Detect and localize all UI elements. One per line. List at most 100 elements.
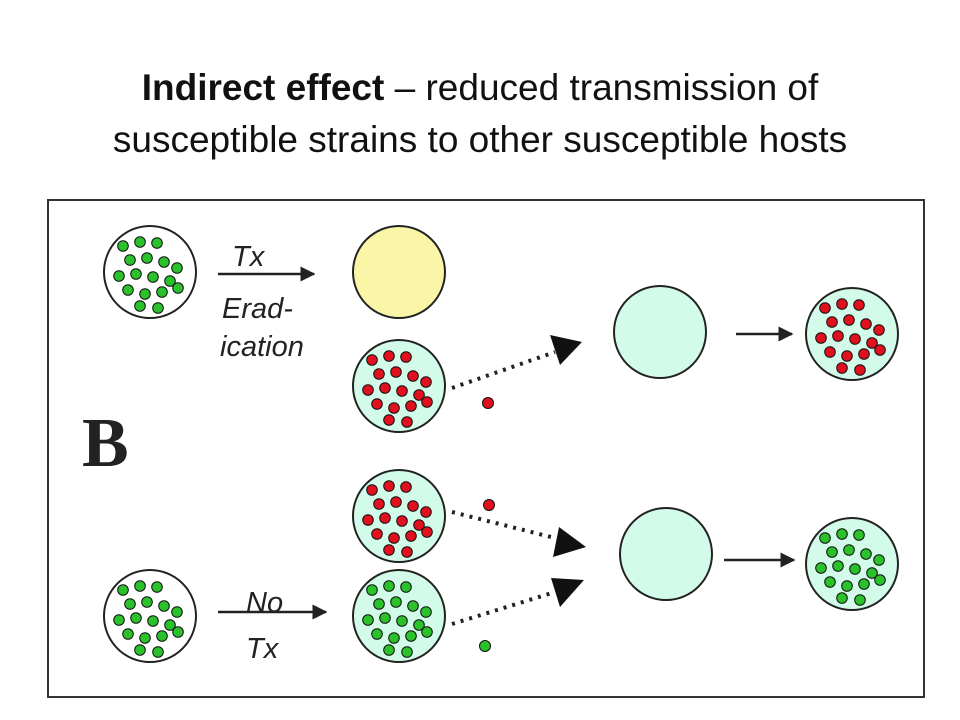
red-bacterium-dot — [849, 333, 861, 345]
red-bacterium-dot — [388, 532, 400, 544]
title-bold: Indirect effect — [141, 67, 385, 108]
bacteria-dots — [113, 236, 886, 658]
green-bacterium-dot — [122, 284, 134, 296]
green-bacterium-dot — [139, 288, 151, 300]
green-bacterium-dot — [152, 646, 164, 658]
red-bacterium-dot — [383, 544, 395, 556]
red-bacterium-dot — [379, 512, 391, 524]
green-bacterium-dot — [171, 262, 183, 274]
green-bacterium-dot — [421, 626, 433, 638]
green-bacterium-dot — [117, 240, 129, 252]
green-bacterium-dot — [815, 562, 827, 574]
green-bacterium-dot — [841, 580, 853, 592]
label-tx-lower: Tx — [246, 633, 280, 665]
green-bacterium-dot — [147, 271, 159, 283]
red-bacterium-dot — [401, 546, 413, 558]
green-bacterium-dot — [151, 581, 163, 593]
red-bacterium-dot — [421, 396, 433, 408]
host-recipient-upper — [613, 285, 707, 379]
arrowhead-middle — [553, 527, 586, 557]
red-bacterium-dot — [407, 500, 419, 512]
green-bacterium-dot — [836, 592, 848, 604]
red-bacterium-dot — [400, 351, 412, 363]
green-bacterium-dot — [873, 554, 885, 566]
red-bacterium-dot — [824, 346, 836, 358]
red-bacterium-dot — [832, 330, 844, 342]
green-bacterium-dot — [141, 252, 153, 264]
red-bacterium-dot — [873, 324, 885, 336]
green-bacterium-dot — [147, 615, 159, 627]
panel-label-b: B — [82, 405, 129, 482]
green-bacterium-dot — [156, 286, 168, 298]
green-bacterium-dot — [401, 646, 413, 658]
green-bacterium-dot — [383, 580, 395, 592]
green-bacterium-dot — [407, 600, 419, 612]
green-bacterium-dot — [832, 560, 844, 572]
green-bacterium-dot — [388, 632, 400, 644]
green-bacterium-dot — [113, 614, 125, 626]
green-bacterium-dot — [843, 544, 855, 556]
red-bacterium-dot — [854, 364, 866, 376]
host-eradicated — [352, 225, 446, 319]
green-bacterium-dot — [390, 596, 402, 608]
green-bacterium-dot — [858, 578, 870, 590]
green-bacterium-dot — [860, 548, 872, 560]
green-bacterium-dot — [866, 567, 878, 579]
label-erad: Erad- — [222, 293, 293, 325]
red-bacterium-dot — [413, 519, 425, 531]
green-bacterium-dot — [849, 563, 861, 575]
green-bacterium-dot — [413, 619, 425, 631]
title-rest: – reduced transmission of — [384, 67, 819, 108]
label-ication: ication — [220, 331, 304, 363]
red-bacterium-dot — [373, 498, 385, 510]
red-bacterium-dot — [362, 514, 374, 526]
red-bacterium-dot — [379, 382, 391, 394]
transmitted-red-dot-upper — [482, 397, 494, 409]
red-bacterium-dot — [371, 398, 383, 410]
red-bacterium-dot — [383, 480, 395, 492]
red-bacterium-dot — [826, 316, 838, 328]
host-recipient-lower — [619, 507, 713, 601]
transmitted-green-dot-lower — [479, 640, 491, 652]
red-bacterium-dot — [420, 376, 432, 388]
green-bacterium-dot — [379, 612, 391, 624]
red-bacterium-dot — [383, 414, 395, 426]
green-bacterium-dot — [113, 270, 125, 282]
red-bacterium-dot — [836, 298, 848, 310]
green-bacterium-dot — [139, 632, 151, 644]
red-bacterium-dot — [841, 350, 853, 362]
green-bacterium-dot — [396, 615, 408, 627]
red-bacterium-dot — [413, 389, 425, 401]
label-tx: Tx — [232, 241, 266, 273]
green-bacterium-dot — [420, 606, 432, 618]
red-bacterium-dot — [843, 314, 855, 326]
red-bacterium-dot — [390, 496, 402, 508]
red-bacterium-dot — [815, 332, 827, 344]
red-bacterium-dot — [366, 484, 378, 496]
red-bacterium-dot — [819, 302, 831, 314]
red-bacterium-dot — [400, 481, 412, 493]
green-bacterium-dot — [117, 584, 129, 596]
green-bacterium-dot — [134, 300, 146, 312]
green-bacterium-dot — [164, 619, 176, 631]
green-bacterium-dot — [371, 628, 383, 640]
page-title: Indirect effect – reduced transmission o… — [0, 62, 960, 166]
red-bacterium-dot — [853, 299, 865, 311]
red-bacterium-dot — [390, 366, 402, 378]
red-bacterium-dot — [860, 318, 872, 330]
green-bacterium-dot — [130, 612, 142, 624]
red-bacterium-dot — [371, 528, 383, 540]
green-bacterium-dot — [152, 302, 164, 314]
green-bacterium-dot — [366, 584, 378, 596]
green-bacterium-dot — [124, 254, 136, 266]
dotted-transmission-arrows — [451, 335, 586, 626]
red-bacterium-dot — [366, 354, 378, 366]
red-bacterium-dot — [407, 370, 419, 382]
green-bacterium-dot — [824, 576, 836, 588]
green-bacterium-dot — [362, 614, 374, 626]
green-bacterium-dot — [171, 606, 183, 618]
dotted-line-upper — [451, 350, 556, 390]
red-bacterium-dot — [396, 385, 408, 397]
title-line-1: Indirect effect – reduced transmission o… — [0, 62, 960, 114]
